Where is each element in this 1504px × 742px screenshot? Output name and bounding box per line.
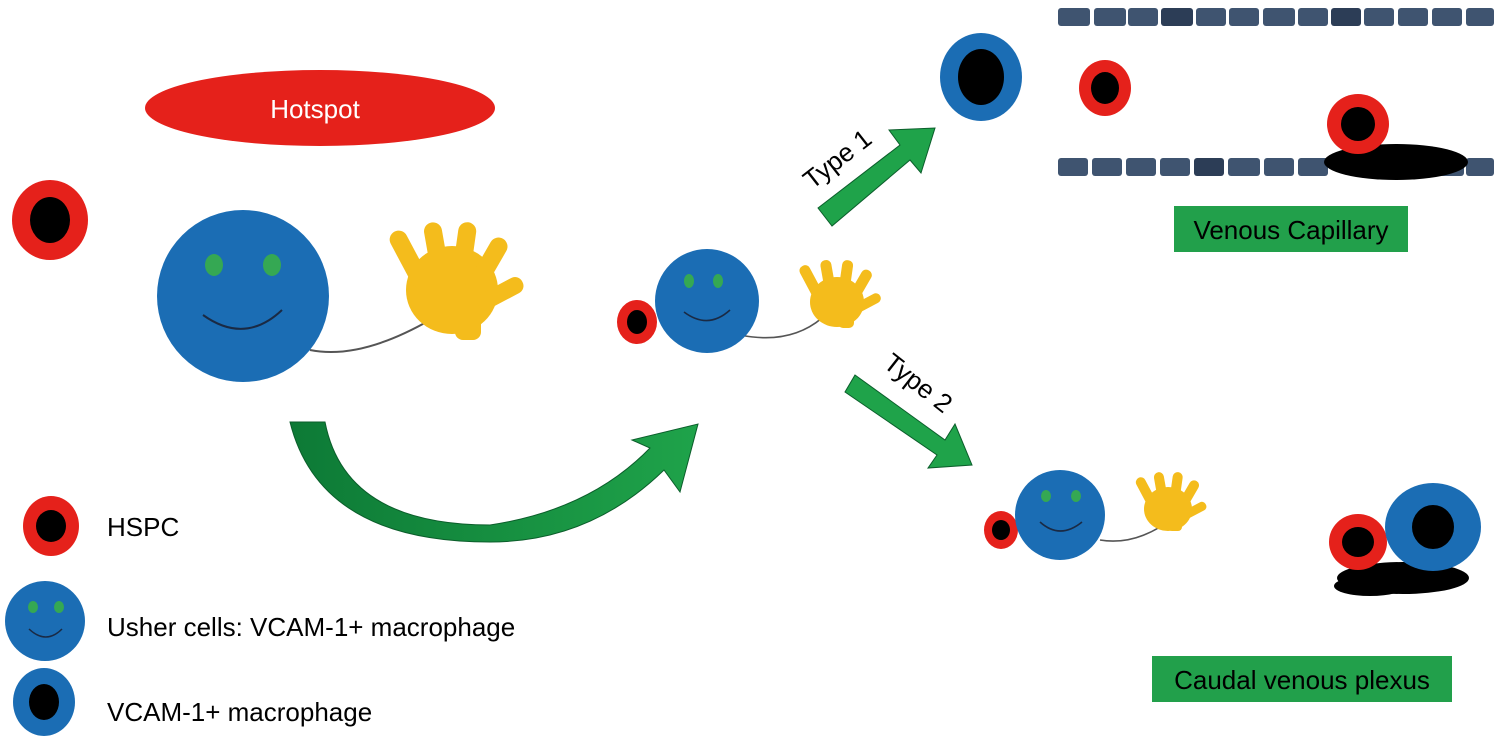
vcam-macrophage-icon [13, 668, 75, 736]
hspc-in-capillary [1079, 60, 1131, 116]
caudal-venous-plexus-label: Caudal venous plexus [1174, 665, 1430, 695]
curved-transition-arrow [289, 421, 699, 543]
usher-cell-large [157, 210, 431, 382]
hand-icon-middle [799, 260, 881, 328]
hotspot: Hotspot [145, 70, 495, 146]
legend-label-usher: Usher cells: VCAM-1+ macrophage [107, 612, 515, 642]
hspc-adhering-capillary [1324, 94, 1468, 180]
usher-cell-middle [617, 249, 823, 353]
hotspot-label: Hotspot [270, 94, 360, 124]
hand-icon-bottom [1135, 472, 1207, 531]
legend-label-vcam: VCAM-1+ macrophage [107, 697, 372, 727]
usher-cell-icon [5, 581, 85, 661]
legend: HSPC Usher cells: VCAM-1+ macrophage VCA… [5, 496, 515, 736]
caudal-venous-plexus-label-box: Caudal venous plexus [1152, 656, 1452, 702]
type1-arrow [817, 127, 936, 227]
hand-icon-large [389, 222, 524, 340]
plexus-cell-cluster [1329, 483, 1481, 596]
legend-label-hspc: HSPC [107, 512, 179, 542]
vcam-macrophage-top [940, 33, 1022, 121]
hspc-icon [23, 496, 79, 556]
capillary-wall-top [1058, 8, 1494, 26]
type2-arrow [844, 374, 973, 469]
usher-cell-bottom [984, 470, 1161, 560]
venous-capillary-label-box: Venous Capillary [1174, 206, 1408, 252]
venous-capillary-label: Venous Capillary [1193, 215, 1388, 245]
hspc-free [12, 180, 88, 260]
